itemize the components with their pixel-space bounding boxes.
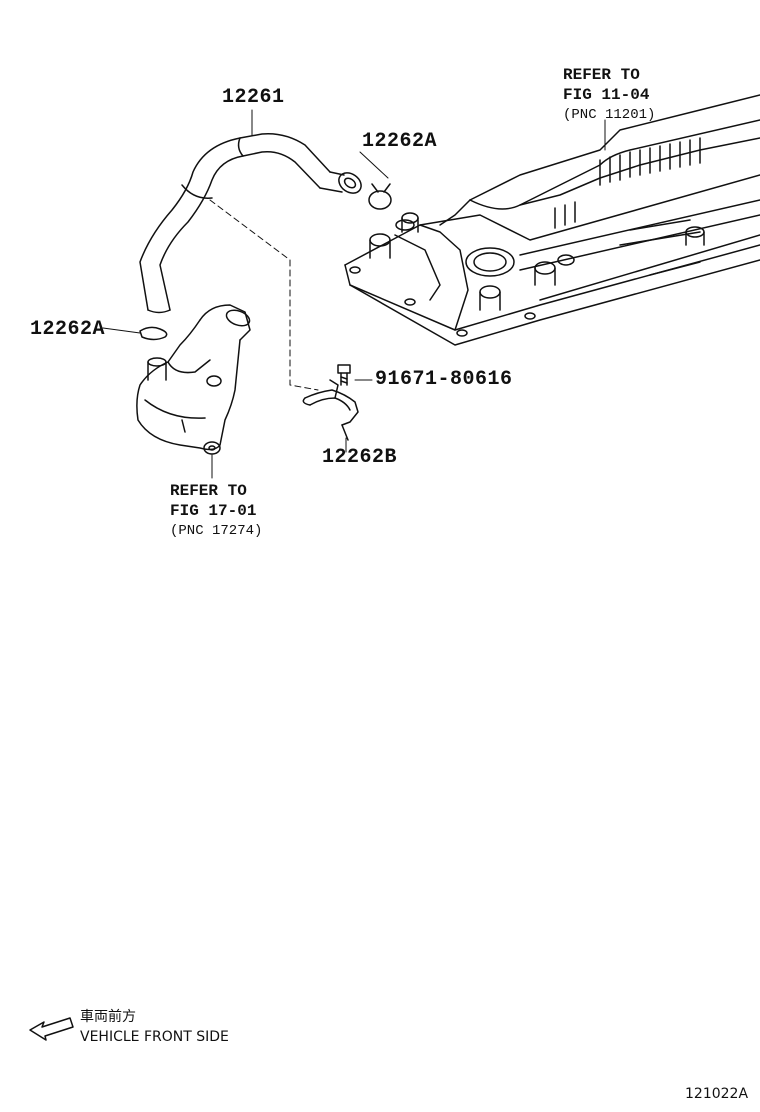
ref-water-outlet-line1: REFER TO (170, 482, 247, 500)
water-outlet (136, 304, 251, 455)
ventilation-hose (139, 132, 362, 314)
legend-vehicle-front-side: VEHICLE FRONT SIDE (80, 1029, 229, 1045)
part-label-clamp-left[interactable]: 12262A (30, 318, 106, 341)
ref-water-outlet-pnc: (PNC 17274) (170, 523, 263, 539)
ref-head-cover-line2[interactable]: FIG 11-04 (563, 86, 650, 104)
ref-water-outlet-line2[interactable]: FIG 17-01 (170, 502, 257, 520)
bolt (337, 364, 351, 386)
leader-lines (102, 109, 606, 479)
part-label-bracket[interactable]: 12262B (322, 446, 398, 469)
hose-bracket (302, 379, 359, 441)
figure-id: 121022A (685, 1086, 749, 1102)
hose-clamp-upper (368, 183, 392, 210)
legend-japanese: 車両前方 (80, 1009, 136, 1025)
hose-clamp-left (139, 326, 168, 341)
part-label-bolt[interactable]: 91671-80616 (375, 368, 513, 391)
front-arrow-icon (29, 1017, 74, 1041)
ref-head-cover-pnc: (PNC 11201) (563, 107, 656, 123)
ref-head-cover-line1: REFER TO (563, 66, 640, 84)
part-label-hose[interactable]: 12261 (222, 86, 285, 109)
cylinder-head-cover (344, 94, 760, 346)
part-label-clamp-upper[interactable]: 12262A (362, 130, 438, 153)
